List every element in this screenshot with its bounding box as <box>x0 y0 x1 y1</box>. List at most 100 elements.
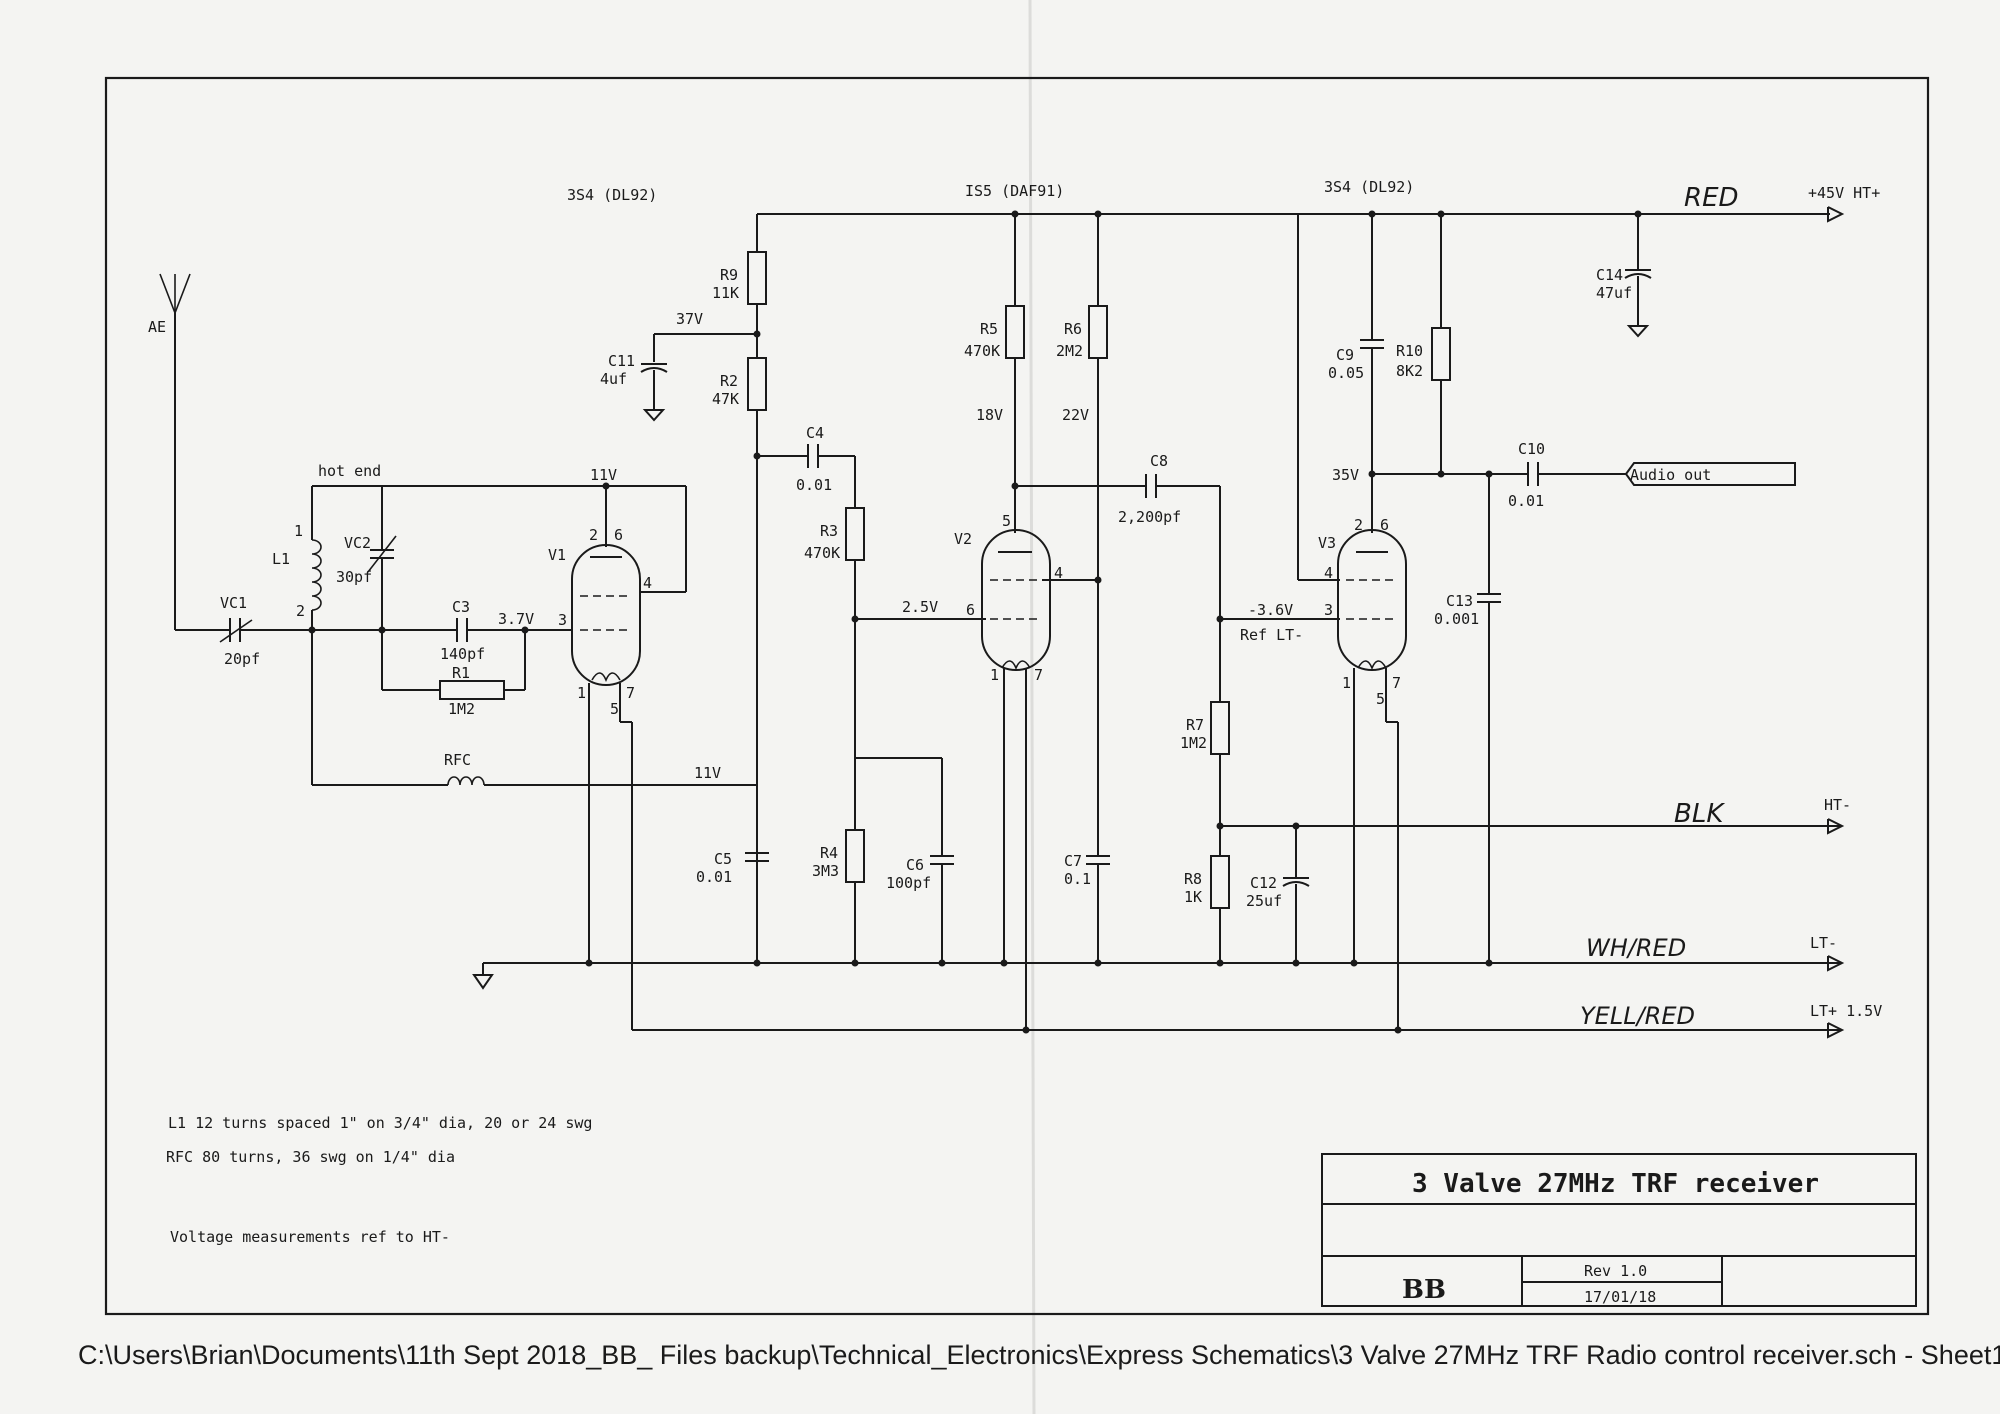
r10-value: 8K2 <box>1396 362 1423 380</box>
hot-end-label: hot end <box>318 462 381 480</box>
pin-label: 6 <box>1380 516 1389 534</box>
c5-label: C5 <box>714 850 732 868</box>
c8-value: 2,200pf <box>1118 508 1181 526</box>
drawing-title: 3 Valve 27MHz TRF receiver <box>1412 1169 1819 1199</box>
v1-label: V1 <box>548 546 566 564</box>
c7-value: 0.1 <box>1064 870 1091 888</box>
r7-value: 1M2 <box>1180 734 1207 752</box>
pin-label: 7 <box>1392 674 1401 692</box>
v3-type-label: 3S4 (DL92) <box>1324 178 1414 196</box>
pin-label: 1 <box>990 666 999 684</box>
v2-label: V2 <box>954 530 972 548</box>
ht-minus-label: HT- <box>1824 796 1851 814</box>
c12-value: 25uf <box>1246 892 1282 910</box>
paper-fold <box>1028 0 1036 1414</box>
r5-value: 470K <box>964 342 1000 360</box>
c3-value: 140pf <box>440 645 485 663</box>
pin-label: 4 <box>643 574 652 592</box>
l1-label: L1 <box>272 550 290 568</box>
r9-label: R9 <box>720 266 738 284</box>
wire-colour-label: BLK <box>1674 799 1725 829</box>
vc2-label: VC2 <box>344 534 371 552</box>
r9-value: 11K <box>712 284 739 302</box>
r8-value: 1K <box>1184 888 1202 906</box>
junction-dots <box>308 210 1642 1034</box>
voltage-label: 11V <box>590 466 617 484</box>
c10-value: 0.01 <box>1508 492 1544 510</box>
wire-colour-label: YELL/RED <box>1580 1002 1695 1030</box>
c12-label: C12 <box>1250 874 1277 892</box>
voltage-label: 22V <box>1062 406 1089 424</box>
c14-label: C14 <box>1596 266 1623 284</box>
schematic-wires <box>159 206 1845 1039</box>
pin-label: 4 <box>1324 564 1333 582</box>
sheet-border <box>104 76 1930 1316</box>
r6-label: R6 <box>1064 320 1082 338</box>
v3-label: V3 <box>1318 534 1336 552</box>
c8-label: C8 <box>1150 452 1168 470</box>
c14-value: 47uf <box>1596 284 1632 302</box>
file-path-footer: C:\Users\Brian\Documents\11th Sept 2018_… <box>78 1340 2000 1370</box>
pin-label: 3 <box>1324 601 1333 619</box>
voltage-label: 18V <box>976 406 1003 424</box>
r8-label: R8 <box>1184 870 1202 888</box>
note-rfc: RFC 80 turns, 36 swg on 1/4" dia <box>166 1148 455 1166</box>
ht-plus-label: +45V HT+ <box>1808 184 1880 202</box>
note-voltage: Voltage measurements ref to HT- <box>170 1228 450 1246</box>
pin-label: 5 <box>1376 690 1385 708</box>
c9-value: 0.05 <box>1328 364 1364 382</box>
r3-value: 470K <box>804 544 840 562</box>
voltage-label: 37V <box>676 310 703 328</box>
revision: Rev 1.0 <box>1584 1262 1647 1280</box>
voltage-label: 11V <box>694 764 721 782</box>
c13-label: C13 <box>1446 592 1473 610</box>
c7-label: C7 <box>1064 852 1082 870</box>
pin-label: 7 <box>1034 666 1043 684</box>
r7-label: R7 <box>1186 716 1204 734</box>
lt-minus-label: LT- <box>1810 934 1837 952</box>
c6-value: 100pf <box>886 874 931 892</box>
l1-pin-label: 1 <box>294 522 303 540</box>
title-block <box>1321 1153 1917 1307</box>
voltage-label: 2.5V <box>902 598 938 616</box>
voltage-label: 3.7V <box>498 610 534 628</box>
rfc-label: RFC <box>444 751 471 769</box>
pin-label: 7 <box>626 684 635 702</box>
c10-label: C10 <box>1518 440 1545 458</box>
pin-label: 6 <box>966 601 975 619</box>
wire-colour-label: WH/RED <box>1586 934 1686 962</box>
c11-label: C11 <box>608 352 635 370</box>
c11-value: 4uf <box>600 370 627 388</box>
voltage-label: -3.6V <box>1248 601 1293 619</box>
r4-value: 3M3 <box>812 862 839 880</box>
pin-label: 1 <box>1342 674 1351 692</box>
antenna-label: AE <box>148 318 166 336</box>
c13-value: 0.001 <box>1434 610 1479 628</box>
pin-label: 5 <box>1002 512 1011 530</box>
r5-label: R5 <box>980 320 998 338</box>
lt-plus-label: LT+ 1.5V <box>1810 1002 1882 1020</box>
c6-label: C6 <box>906 856 924 874</box>
pin-label: 4 <box>1054 564 1063 582</box>
pin-label: 2 <box>1354 516 1363 534</box>
r3-label: R3 <box>820 522 838 540</box>
vc1-value: 20pf <box>224 650 260 668</box>
note-l1: L1 12 turns spaced 1" on 3/4" dia, 20 or… <box>168 1114 592 1132</box>
voltage-label: 35V <box>1332 466 1359 484</box>
c4-label: C4 <box>806 424 824 442</box>
wire-colour-label: RED <box>1684 183 1739 213</box>
r6-value: 2M2 <box>1056 342 1083 360</box>
r1-label: R1 <box>452 664 470 682</box>
v2-type-label: IS5 (DAF91) <box>965 182 1064 200</box>
r1-value: 1M2 <box>448 700 475 718</box>
v1-type-label: 3S4 (DL92) <box>567 186 657 204</box>
r2-label: R2 <box>720 372 738 390</box>
l1-pin-label: 2 <box>296 602 305 620</box>
r4-label: R4 <box>820 844 838 862</box>
ref-lt-label: Ref LT- <box>1240 626 1303 644</box>
pin-label: 1 <box>577 684 586 702</box>
c3-label: C3 <box>452 598 470 616</box>
r10-label: R10 <box>1396 342 1423 360</box>
pin-label: 5 <box>610 700 619 718</box>
